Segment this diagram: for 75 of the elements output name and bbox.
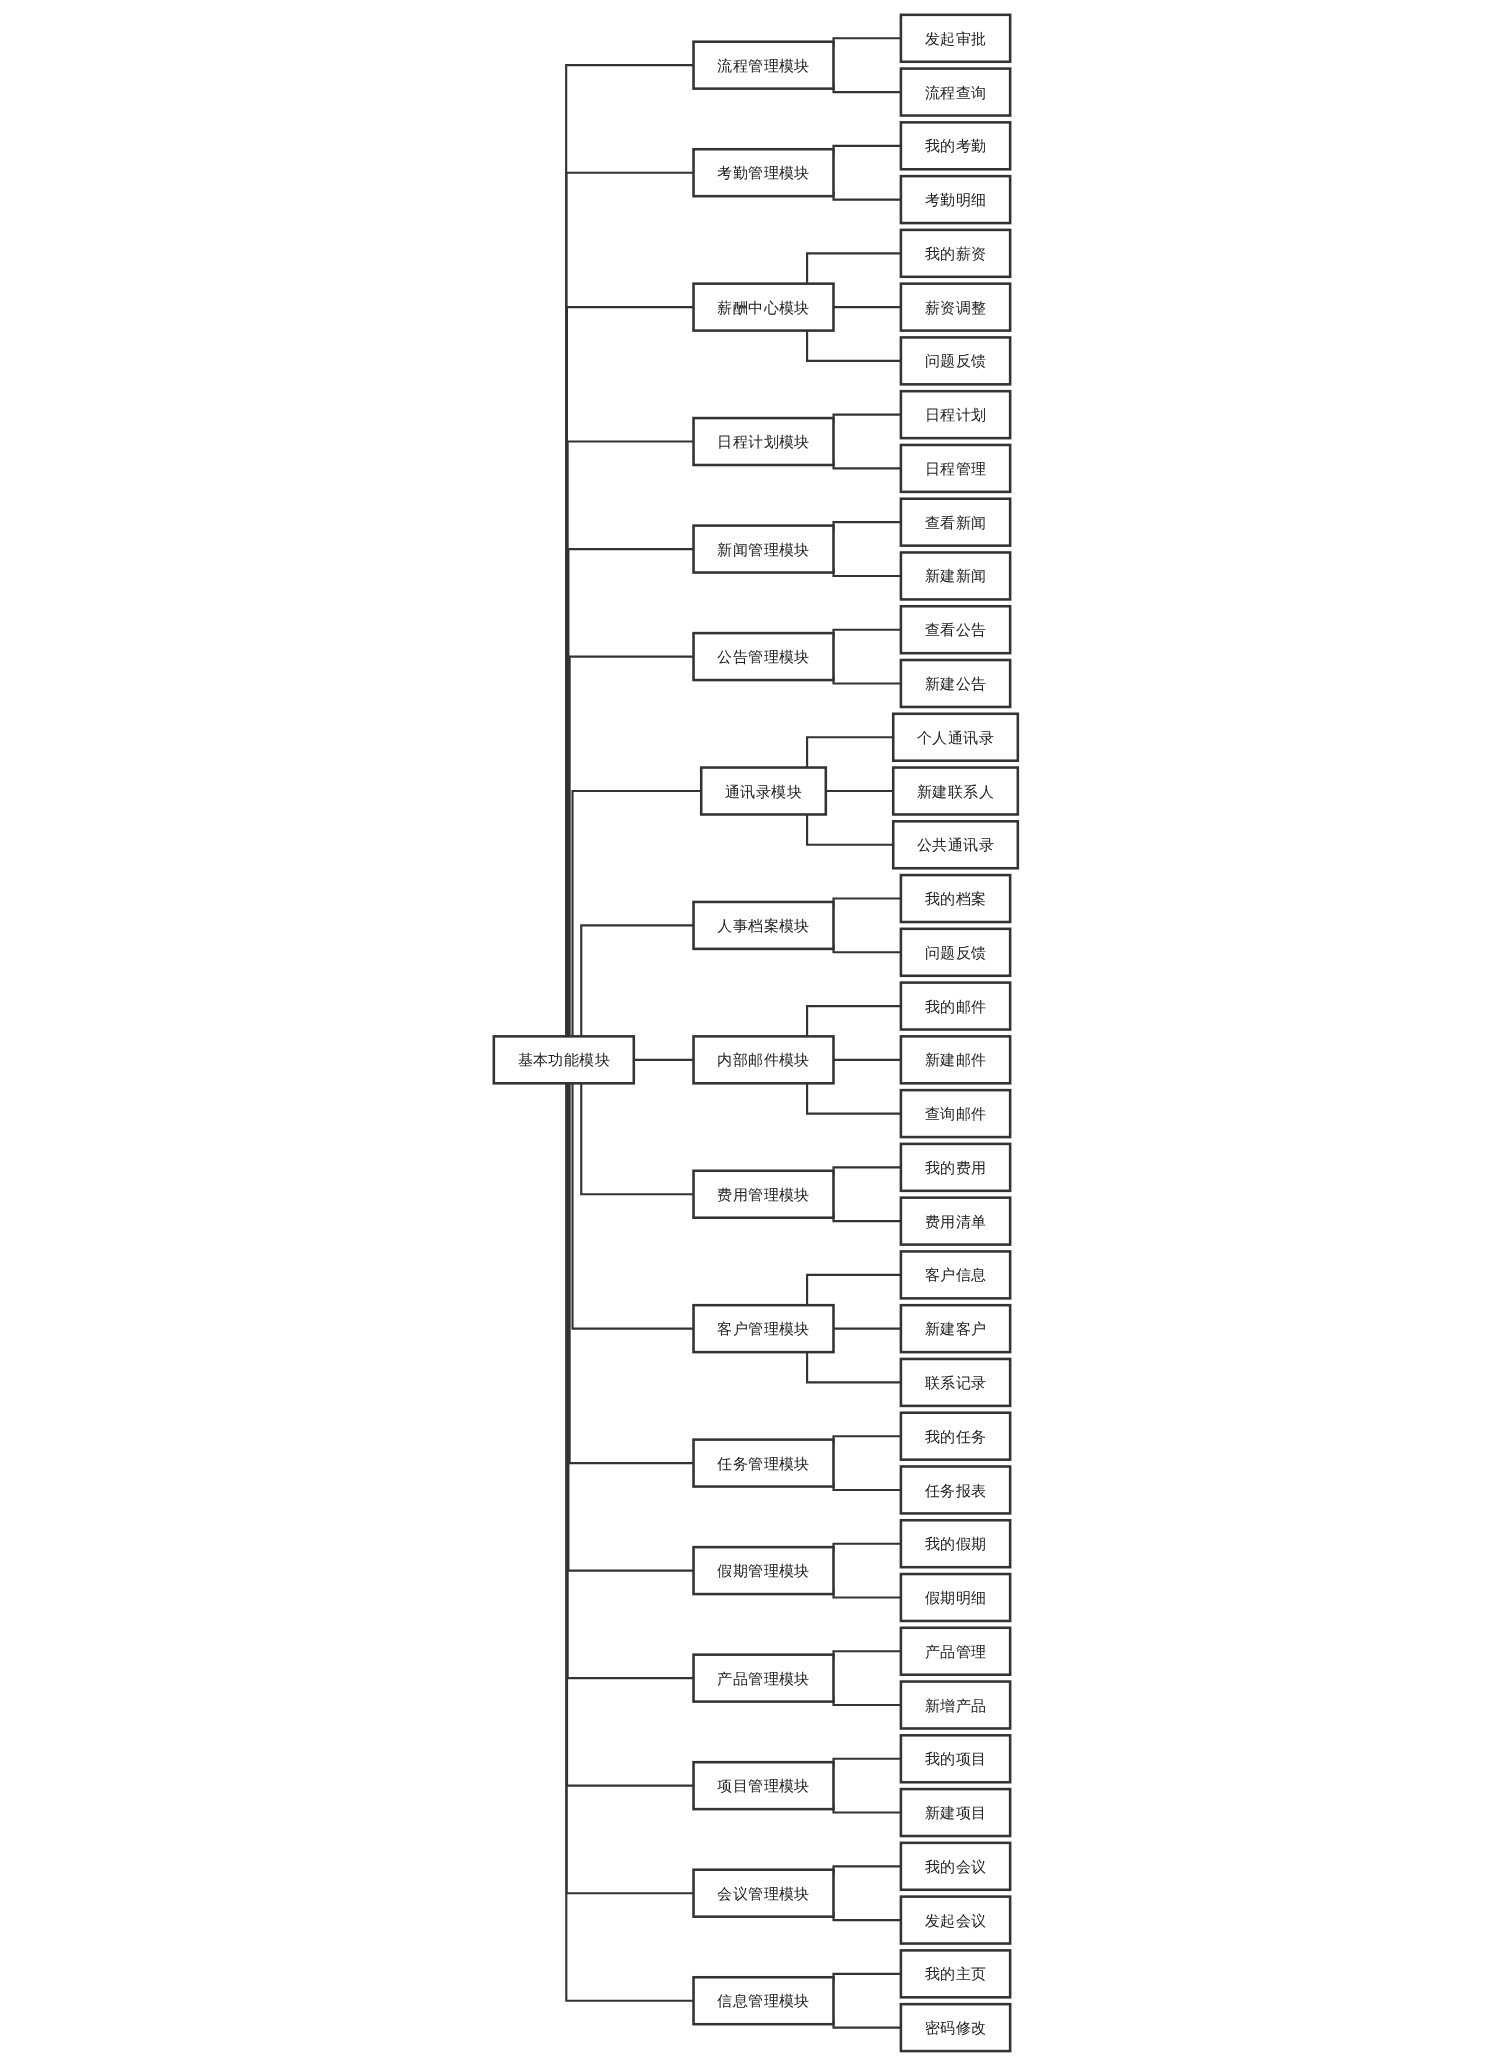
connector (567, 548, 694, 1037)
node-box: 新建客户 (899, 1303, 1012, 1354)
node-box: 人事档案模块 (692, 900, 835, 951)
connector (806, 1273, 902, 1306)
node-box: 新增产品 (899, 1680, 1012, 1730)
node-box: 我的任务 (899, 1411, 1012, 1461)
node-box: 新建联系人 (892, 766, 1020, 816)
node-box: 查看新闻 (899, 497, 1012, 547)
node-box: 考勤明细 (899, 174, 1012, 225)
node-box: 公告管理模块 (692, 631, 835, 682)
connector (806, 814, 894, 846)
connector (806, 736, 894, 768)
node-box: 问题反馈 (899, 336, 1012, 386)
connector (571, 1083, 694, 1330)
node-box: 我的费用 (899, 1142, 1012, 1193)
node-box: 日程计划模块 (692, 416, 835, 467)
node-box: 会议管理模块 (692, 1868, 835, 1918)
node-box: 流程查询 (899, 67, 1012, 117)
node-box: 我的邮件 (899, 981, 1012, 1031)
node-box: 公共通讯录 (892, 820, 1020, 870)
node-box: 任务管理模块 (692, 1438, 835, 1488)
connector (806, 252, 902, 284)
connector (806, 330, 902, 362)
node-box: 考勤管理模块 (692, 148, 835, 198)
node-box: 问题反馈 (899, 927, 1012, 978)
node-box: 我的档案 (899, 873, 1012, 924)
connector (806, 1005, 902, 1037)
node-box: 新建项目 (899, 1787, 1012, 1838)
connector (806, 1352, 902, 1384)
connector (580, 924, 694, 1037)
connector (566, 440, 694, 1037)
node-box: 内部邮件模块 (692, 1035, 835, 1085)
node-box: 薪资调整 (899, 282, 1012, 332)
node-box: 流程管理模块 (692, 40, 835, 90)
node-box: 发起审批 (899, 13, 1012, 64)
node-box: 新闻管理模块 (692, 524, 835, 574)
node-box: 密码修改 (899, 2002, 1012, 2053)
connector (571, 790, 702, 1037)
connector (568, 655, 694, 1037)
node-box: 日程计划 (899, 389, 1012, 440)
node-box: 我的考勤 (899, 121, 1012, 171)
node-box: 客户管理模块 (692, 1303, 835, 1354)
node-box: 任务报表 (899, 1465, 1012, 1515)
node-box: 日程管理 (899, 443, 1012, 494)
node-box: 假期明细 (899, 1572, 1012, 1623)
node-box: 我的主页 (899, 1949, 1012, 1999)
node-box: 通讯录模块 (700, 766, 828, 816)
node-box: 费用管理模块 (692, 1169, 835, 1220)
node-box: 假期管理模块 (692, 1545, 835, 1596)
node-box: 费用清单 (899, 1196, 1012, 1246)
node-box: 我的薪资 (899, 228, 1012, 279)
connector (567, 1083, 694, 1572)
node-box: 我的假期 (899, 1519, 1012, 1569)
node-box: 查看公告 (899, 605, 1012, 655)
node-box: 新建新闻 (899, 551, 1012, 601)
connector (806, 1083, 902, 1115)
connector (566, 306, 694, 1037)
node-box: 客户信息 (899, 1250, 1012, 1300)
connector (568, 1083, 694, 1465)
node-box: 项目管理模块 (692, 1760, 835, 1811)
node-box: 新建邮件 (899, 1035, 1012, 1085)
node-box: 信息管理模块 (692, 1976, 835, 2026)
node-box: 新建公告 (899, 658, 1012, 709)
connector (580, 1083, 694, 1196)
node-box: 基本功能模块 (492, 1035, 636, 1085)
node-box: 发起会议 (899, 1895, 1012, 1945)
connector (566, 1083, 694, 1680)
node-box: 联系记录 (899, 1357, 1012, 1408)
node-box: 我的会议 (899, 1841, 1012, 1892)
node-box: 薪酬中心模块 (692, 282, 835, 332)
node-box: 产品管理 (899, 1626, 1012, 1677)
node-box: 我的项目 (899, 1734, 1012, 1784)
node-box: 个人通讯录 (892, 712, 1020, 763)
node-box: 查询邮件 (899, 1088, 1012, 1139)
node-box: 产品管理模块 (692, 1653, 835, 1703)
